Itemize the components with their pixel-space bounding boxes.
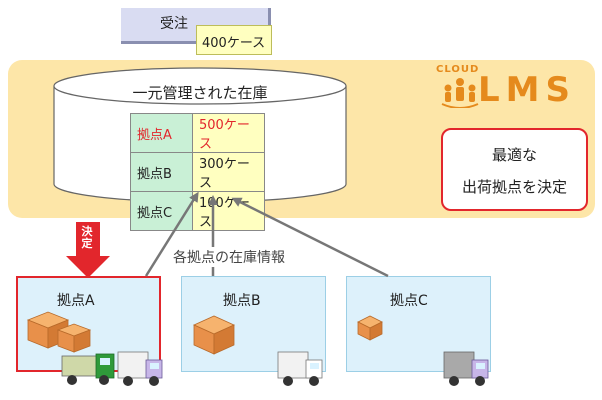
table-cell-quantity: 500ケース — [192, 113, 265, 153]
table-cell-quantity: 300ケース — [192, 152, 265, 192]
decision-box — [441, 128, 588, 211]
location-b-label: 拠点B — [223, 293, 261, 309]
table-row: 拠点B 300ケース — [130, 152, 265, 192]
decision-text-line1: 最適な — [491, 146, 537, 164]
arrow-from-location-c — [231, 197, 389, 278]
people-network-icon — [441, 78, 479, 108]
white-truck-icon — [117, 351, 163, 386]
database-title: 一元管理された在庫 — [132, 84, 268, 102]
green-truck-icon — [61, 353, 115, 385]
arrow-from-location-a — [144, 191, 199, 277]
cargo-stack-icon — [193, 315, 235, 355]
order-quantity-box — [196, 25, 272, 55]
table-row: 拠点C 100ケース — [130, 191, 265, 231]
gray-truck-icon — [443, 351, 489, 386]
cargo-stack-icon — [26, 311, 92, 353]
lms-cloud-label: CLOUD — [436, 64, 480, 75]
decision-text-line2: 出荷拠点を決定 — [461, 178, 567, 196]
white-truck-icon — [277, 351, 323, 386]
table-cell-location: 拠点B — [130, 152, 193, 192]
table-cell-quantity: 100ケース — [192, 191, 265, 231]
order-quantity: 400ケース — [202, 36, 266, 51]
location-a-label: 拠点A — [57, 293, 95, 309]
decide-arrow-icon — [66, 222, 110, 278]
table-row: 拠点A 500ケース — [130, 113, 265, 153]
inventory-table: 拠点A 500ケース 拠点B 300ケース 拠点C 100ケース — [130, 113, 265, 231]
cargo-box-icon — [357, 315, 383, 341]
order-label: 受注 — [160, 16, 188, 32]
decide-label: 決定 — [81, 225, 93, 250]
table-cell-location: 拠点C — [130, 191, 193, 231]
inventory-info-label: 各拠点の在庫情報 — [171, 247, 287, 267]
lms-logo: LMS — [478, 70, 576, 110]
location-c-label: 拠点C — [390, 293, 428, 309]
